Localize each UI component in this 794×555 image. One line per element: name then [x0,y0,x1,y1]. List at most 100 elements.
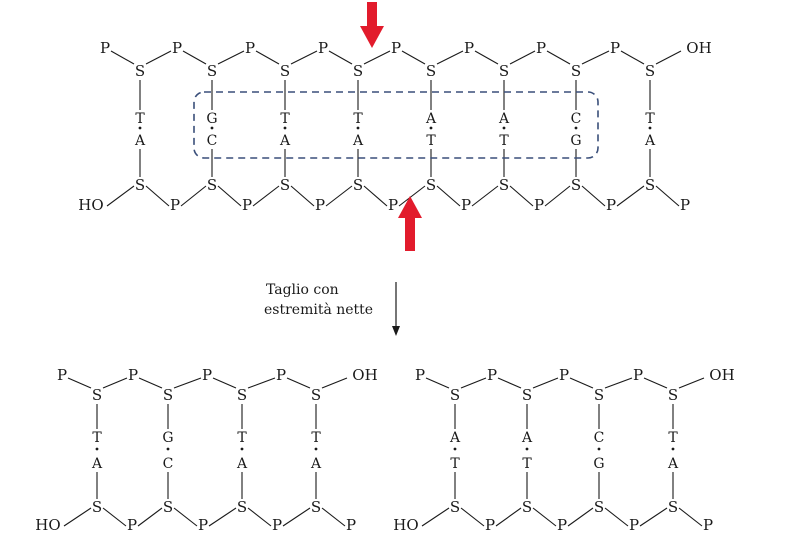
hydrogen-bond-dot [453,447,457,451]
backbone-bond [217,185,242,207]
backbone-bond [425,377,450,389]
backbone-bond [363,185,388,207]
backbone-bond [247,377,276,389]
backbone-bond [217,50,245,65]
top-sugar: S [668,386,678,404]
top-phosphate: P [172,39,182,57]
backbone-bond [290,185,315,207]
bottom-sugar: S [450,498,460,516]
top-phosphate: P [487,366,497,384]
hydrogen-bond-dot [502,126,506,130]
bottom-hydroxyl-end: HO [35,516,60,534]
top-phosphate: P [276,366,286,384]
backbone-bond [474,50,499,65]
backbone-bond [436,50,464,65]
bottom-base: T [426,133,436,149]
backbone-bond [106,185,135,207]
top-base: C [571,111,582,127]
bottom-phosphate: P [315,196,325,214]
hydrogen-bond-dot [671,447,675,451]
top-base: A [425,111,437,127]
bottom-phosphate: P [388,196,398,214]
top-base: A [521,430,533,446]
top-phosphate: P [610,39,620,57]
bottom-base: T [499,133,509,149]
bottom-phosphate: P [606,196,616,214]
bottom-sugar: S [353,176,363,194]
bottom-base: A [310,456,322,472]
bottom-phosphate: P [272,516,282,534]
backbone-bond [180,185,207,207]
backbone-bond [182,50,207,65]
bottom-sugar: S [499,176,509,194]
backbone-bond [110,50,135,65]
top-phosphate: P [245,39,255,57]
backbone-bond [138,377,163,389]
top-sugar: S [135,62,145,80]
bottom-phosphate: P [242,196,252,214]
backbone-bond [290,50,318,65]
hydrogen-bond-dot [95,447,99,451]
backbone-bond [509,50,536,65]
backbone-bond [569,377,594,389]
hydrogen-bond-dot [356,126,360,130]
backbone-bond [544,185,571,207]
top-base: T [311,430,321,446]
bottom-phosphate: P [703,516,713,534]
top-hydroxyl-end: OH [686,39,711,57]
backbone-bond [567,507,594,527]
backbone-bond [604,377,633,389]
backbone-bond [67,377,92,389]
top-sugar: S [92,386,102,404]
backbone-bond [137,507,163,527]
hydrogen-bond-dot [283,126,287,130]
bottom-base: G [570,133,581,149]
backbone-bond [421,507,450,527]
bottom-phosphate: P [680,196,690,214]
bottom-sugar: S [237,498,247,516]
backbone-bond [145,185,170,207]
top-sugar: S [571,62,581,80]
hydrogen-bond-dot [210,126,214,130]
top-base: T [645,111,655,127]
backbone-bond [604,507,629,527]
bottom-phosphate: P [629,516,639,534]
hydrogen-bond-dot [648,126,652,130]
hydrogen-bond-dot [574,126,578,130]
backbone-bond [655,50,682,65]
bottom-phosphate: P [198,516,208,534]
cut-arrow-top [360,2,384,48]
backbone-bond [581,185,606,207]
top-base: T [353,111,363,127]
backbone-bond [247,507,272,527]
top-base: T [135,111,145,127]
bottom-sugar: S [311,498,321,516]
bottom-sugar: S [522,498,532,516]
bottom-sugar: S [280,176,290,194]
hydrogen-bond-dot [525,447,529,451]
backbone-bond [678,507,703,527]
bottom-base: A [134,133,146,149]
top-phosphate: P [128,366,138,384]
bottom-base: A [279,133,291,149]
backbone-bond [63,507,92,527]
top-base: G [162,430,173,446]
bottom-phosphate: P [127,516,137,534]
bottom-sugar: S [668,498,678,516]
backbone-bond [532,377,559,389]
backbone-bond [398,185,426,207]
backbone-bond [471,185,499,207]
bottom-sugar: S [594,498,604,516]
backbone-bond [325,185,353,207]
bottom-sugar: S [426,176,436,194]
top-base: T [280,111,290,127]
top-phosphate: P [536,39,546,57]
arrow-label-line-1: Taglio con [266,282,339,298]
backbone-bond [102,507,127,527]
backbone-bond [145,50,172,65]
bottom-sugar: S [92,498,102,516]
top-sugar: S [311,386,321,404]
bottom-base: A [644,133,656,149]
